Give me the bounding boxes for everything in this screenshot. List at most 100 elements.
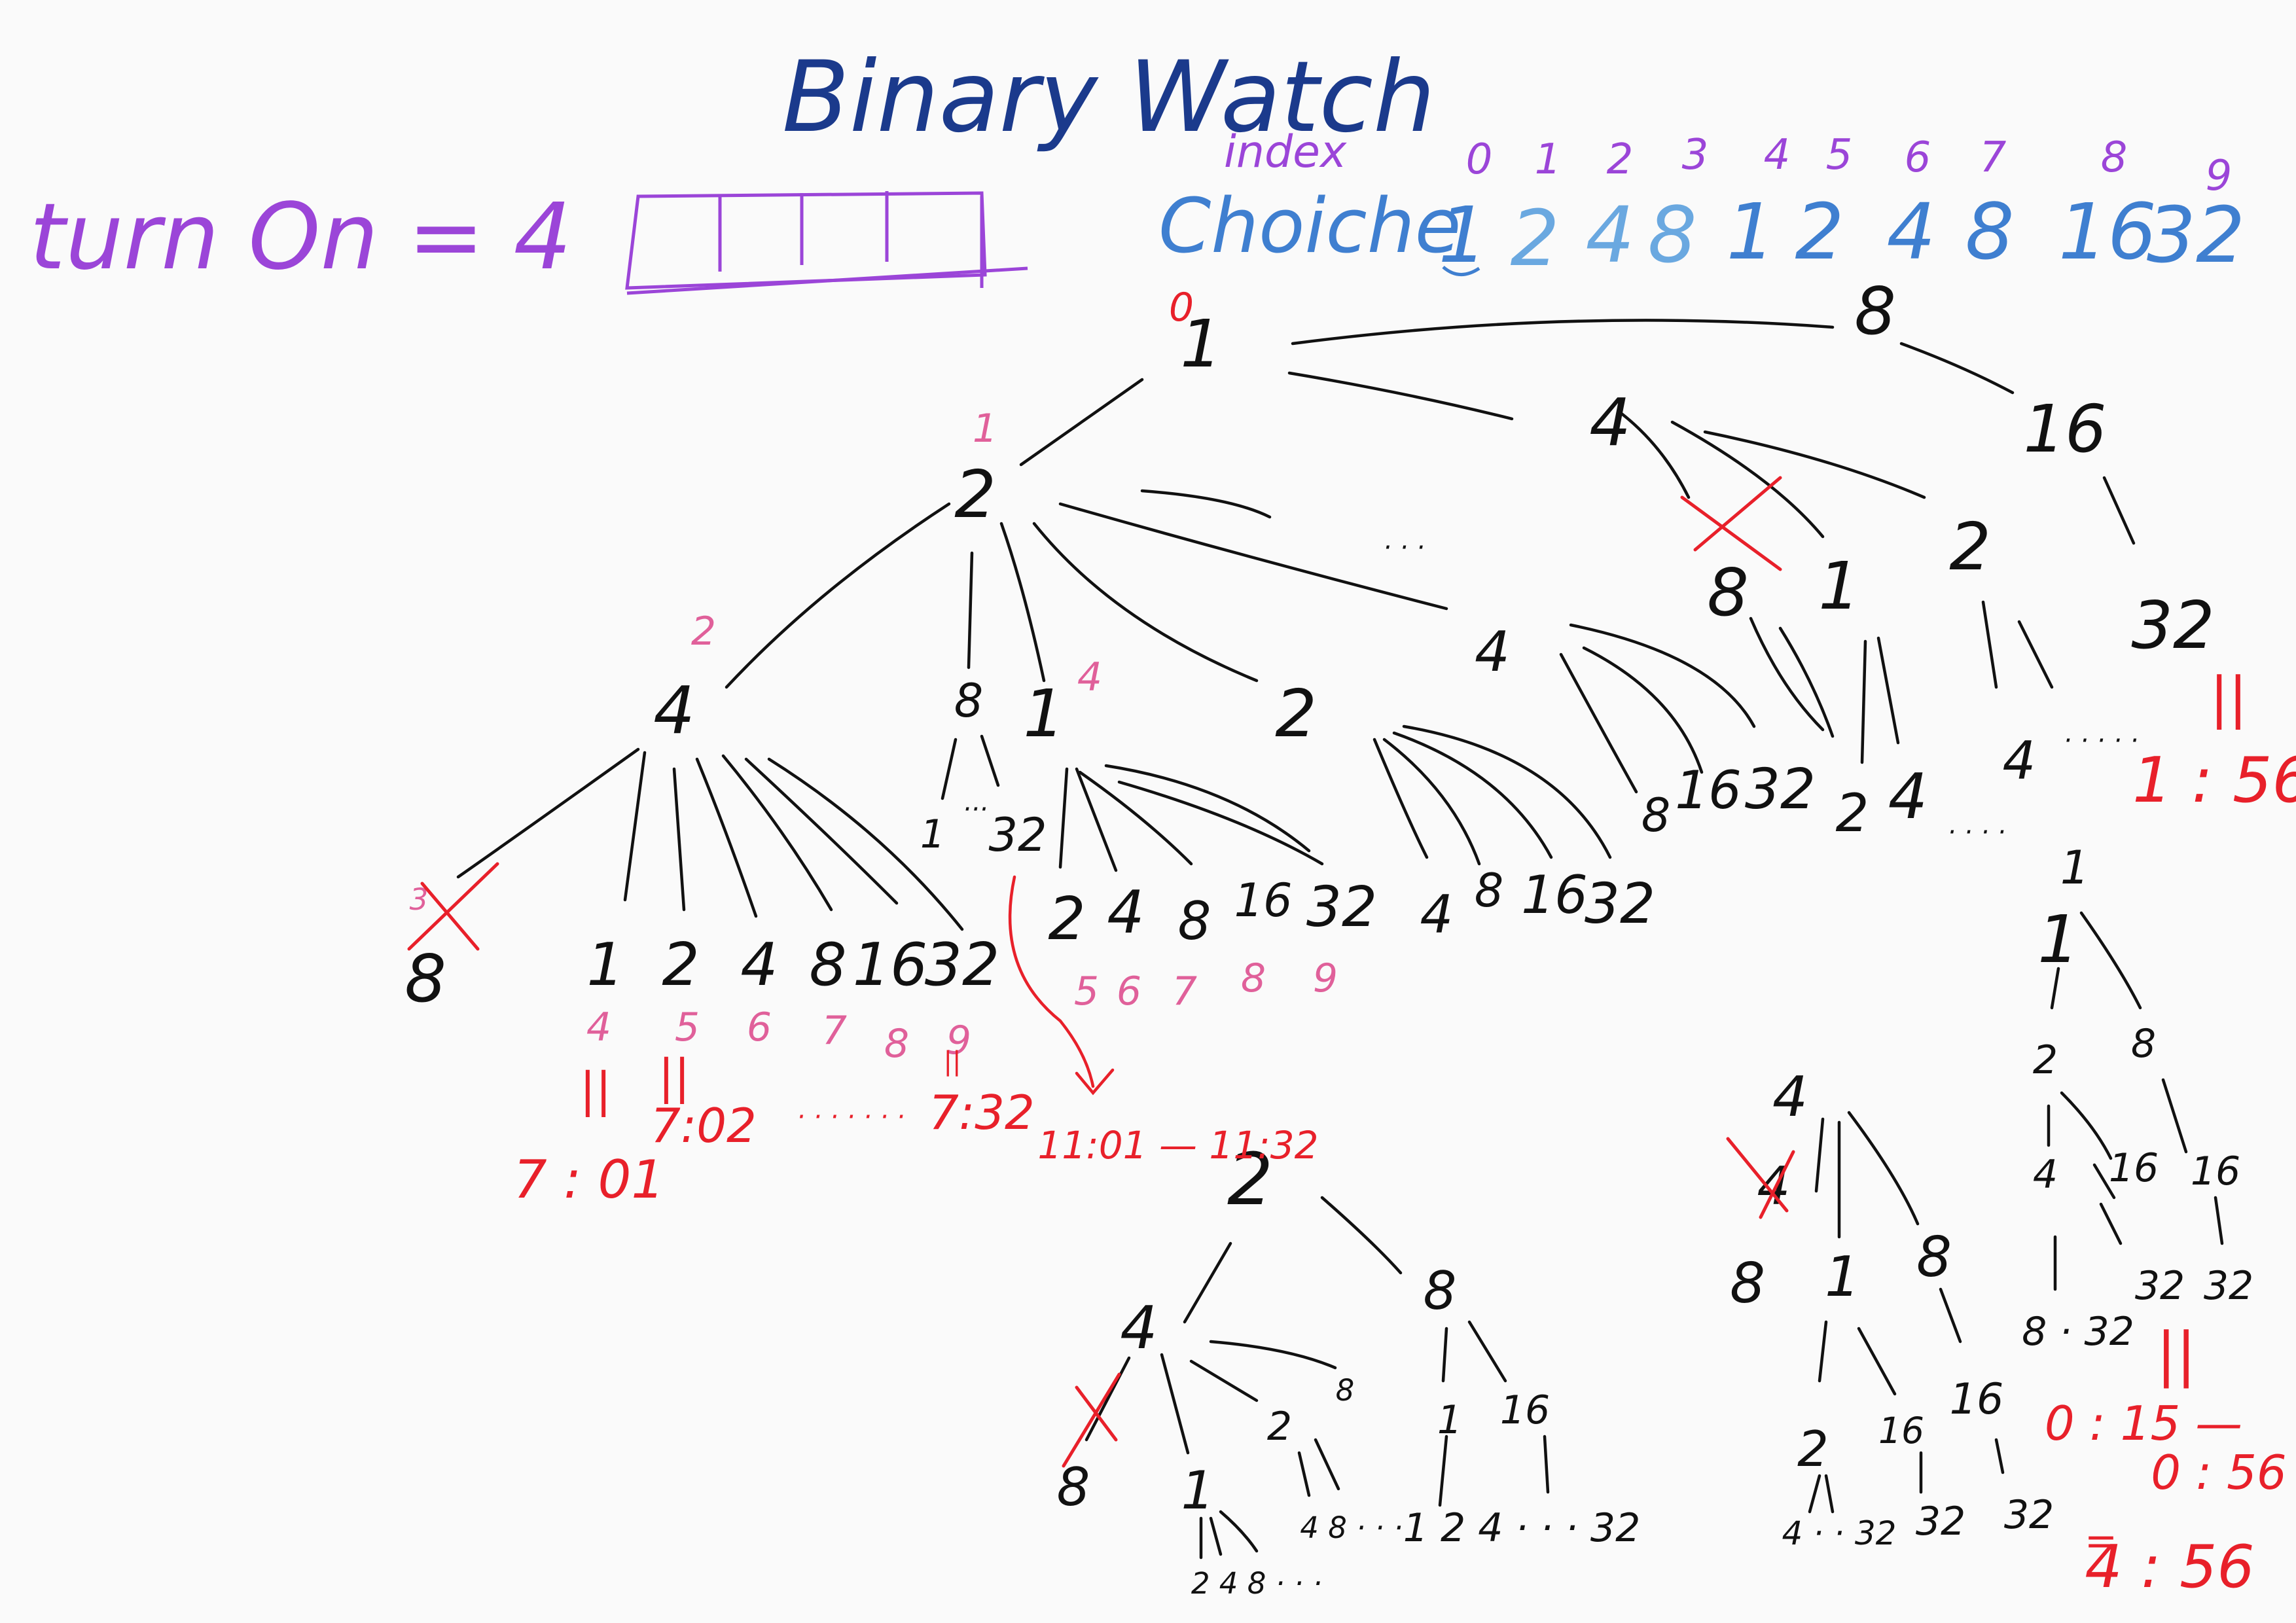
right-child-2: 2 — [1836, 783, 1869, 844]
tree-nodes: 1 8 4 16 2 1 32 · · · 2 4 8 1 2 4 8 8 1 … — [404, 273, 2253, 1355]
index-label: index — [1224, 126, 1347, 178]
choice-1: 2 — [1510, 193, 1559, 283]
two-child-32: 32 — [1585, 872, 1655, 936]
left-index-5: 5 — [675, 1005, 700, 1050]
index-9: 9 — [2206, 152, 2233, 200]
rr-8: 8 — [2131, 1021, 2156, 1067]
root-node: 1 — [1180, 306, 1222, 382]
result-7-01: 7 : 01 — [514, 1149, 665, 1210]
rr-2: 2 — [2033, 1037, 2058, 1083]
node-top-4: 4 — [1589, 384, 1631, 461]
br-2: 2 — [1797, 1420, 1829, 1478]
index-6: 6 — [1905, 134, 1931, 182]
one-index-9: 9 — [1313, 955, 1338, 1001]
right-child-dots: · · · · — [1947, 817, 2005, 847]
choice-8: 16 — [2058, 187, 2157, 277]
eq-mark-6: = — [2085, 1518, 2117, 1564]
four-child-16: 16 — [1675, 760, 1742, 821]
bm-leaves-a: 2 4 8 · · · — [1191, 1566, 1322, 1601]
choice-6: 4 — [1886, 187, 1935, 277]
root-index: 0 — [1169, 285, 1194, 330]
br-leaf-a: 4 · · 32 — [1782, 1514, 1897, 1552]
choice-3: 8 — [1647, 190, 1696, 280]
rr-1b: 1 — [2037, 901, 2079, 978]
choice-2: 4 — [1585, 190, 1634, 280]
bm-struck-8: 8 — [1057, 1457, 1090, 1518]
node4-index: 2 — [691, 609, 716, 654]
eq-mark-1: || — [580, 1062, 612, 1118]
eq-mark-4: || — [2210, 666, 2247, 730]
right-child-4: 4 — [1888, 761, 1928, 833]
result-4-56: 4 : 56 — [2085, 1533, 2254, 1601]
pink-indices: 0 1 2 4 3 4 5 6 7 8 9 5 6 7 8 9 — [410, 285, 1338, 1067]
result-0-56: 0 : 56 — [2151, 1445, 2286, 1500]
watch-box — [625, 191, 1028, 295]
eq-mark-5: || — [2157, 1320, 2197, 1389]
br-8b: 8 — [1916, 1225, 1952, 1290]
choice-9: 32 — [2147, 190, 2245, 280]
node-l2-4b: 4 — [1475, 620, 1510, 685]
rr-1: 1 — [2060, 841, 2090, 895]
leaf-1: 1 — [586, 931, 624, 999]
rr-8-32: 8 · 32 — [2022, 1309, 2134, 1355]
results: || || || 7 : 01 7:02 · · · · · · · 7:32 … — [514, 666, 2296, 1601]
two-child-4: 4 — [1420, 884, 1454, 945]
bm-2b: 2 — [1267, 1404, 1292, 1450]
br-16b: 16 — [1878, 1410, 1924, 1452]
leaf-4: 4 — [740, 931, 778, 999]
node1-index: 4 — [1077, 654, 1102, 700]
bm-1: 1 — [1181, 1460, 1215, 1521]
result-7-02: 7:02 — [651, 1098, 757, 1153]
choice-label: Choiche — [1158, 183, 1461, 270]
node-top-2: 2 — [1949, 508, 1991, 585]
two-child-16: 16 — [1521, 865, 1588, 925]
rr-16: 16 — [2109, 1145, 2159, 1191]
page-title: Binary Watch — [782, 41, 1435, 154]
bm-16: 16 — [1500, 1387, 1550, 1433]
node-top-dots: · · · — [1383, 533, 1425, 563]
one-child-32: 32 — [1306, 875, 1377, 940]
one-child-16: 16 — [1234, 874, 1292, 927]
two-child-8: 8 — [1475, 864, 1504, 918]
result-11-01: 11:01 — 11:32 — [1037, 1123, 1318, 1168]
leaf-8: 8 — [809, 931, 846, 999]
choice-7: 8 — [1965, 187, 2014, 277]
node-top-1: 1 — [1818, 548, 1860, 624]
one-index-8: 8 — [1241, 955, 1266, 1001]
index-1: 1 — [1535, 135, 1562, 184]
one-index-5: 5 — [1074, 969, 1099, 1014]
rr-32b: 32 — [2204, 1263, 2253, 1309]
leaf-2: 2 — [662, 931, 699, 999]
eq-mark-3: || — [944, 1046, 961, 1077]
four-child-8: 8 — [1641, 789, 1671, 842]
br-16: 16 — [1950, 1375, 2004, 1424]
left-index-8: 8 — [884, 1021, 909, 1067]
one-child-4: 4 — [1107, 878, 1144, 947]
node-l2-2b: 2 — [1275, 675, 1317, 752]
tree-edges — [456, 319, 2224, 1560]
index-0: 0 — [1466, 135, 1493, 184]
left-index-9: 9 — [946, 1018, 971, 1063]
rr-4b: 4 — [2033, 1152, 2058, 1198]
bm-8: 8 — [1424, 1260, 1457, 1321]
one-index-7: 7 — [1172, 969, 1197, 1014]
choice-5: 2 — [1795, 187, 1844, 277]
turn-on-label: turn On = 4 — [29, 184, 572, 291]
left-index-6: 6 — [747, 1005, 772, 1050]
choice-row: 1 2 4 8 1 2 4 8 16 32 — [1438, 187, 2245, 283]
left-index-4: 4 — [586, 1005, 611, 1050]
one-index-6: 6 — [1117, 969, 1141, 1014]
one-child-2: 2 — [1048, 885, 1085, 954]
rr-4: 4 — [2003, 730, 2036, 791]
node-l2-4: 4 — [653, 672, 695, 749]
br-leaf-c: 32 — [2004, 1492, 2054, 1538]
bm-leaves-b: 4 8 · · · — [1300, 1510, 1403, 1545]
bottom-right-subtree: 4 4 8 1 8 16 2 16 4 · · 32 32 32 — [1730, 1065, 2054, 1552]
br-4: 4 — [1772, 1065, 1808, 1130]
bm-1b: 1 — [1437, 1397, 1462, 1443]
result-0-15: 0 : 15 — — [2045, 1396, 2242, 1451]
br-1: 1 — [1825, 1245, 1860, 1310]
choice-4: 1 — [1726, 187, 1775, 277]
